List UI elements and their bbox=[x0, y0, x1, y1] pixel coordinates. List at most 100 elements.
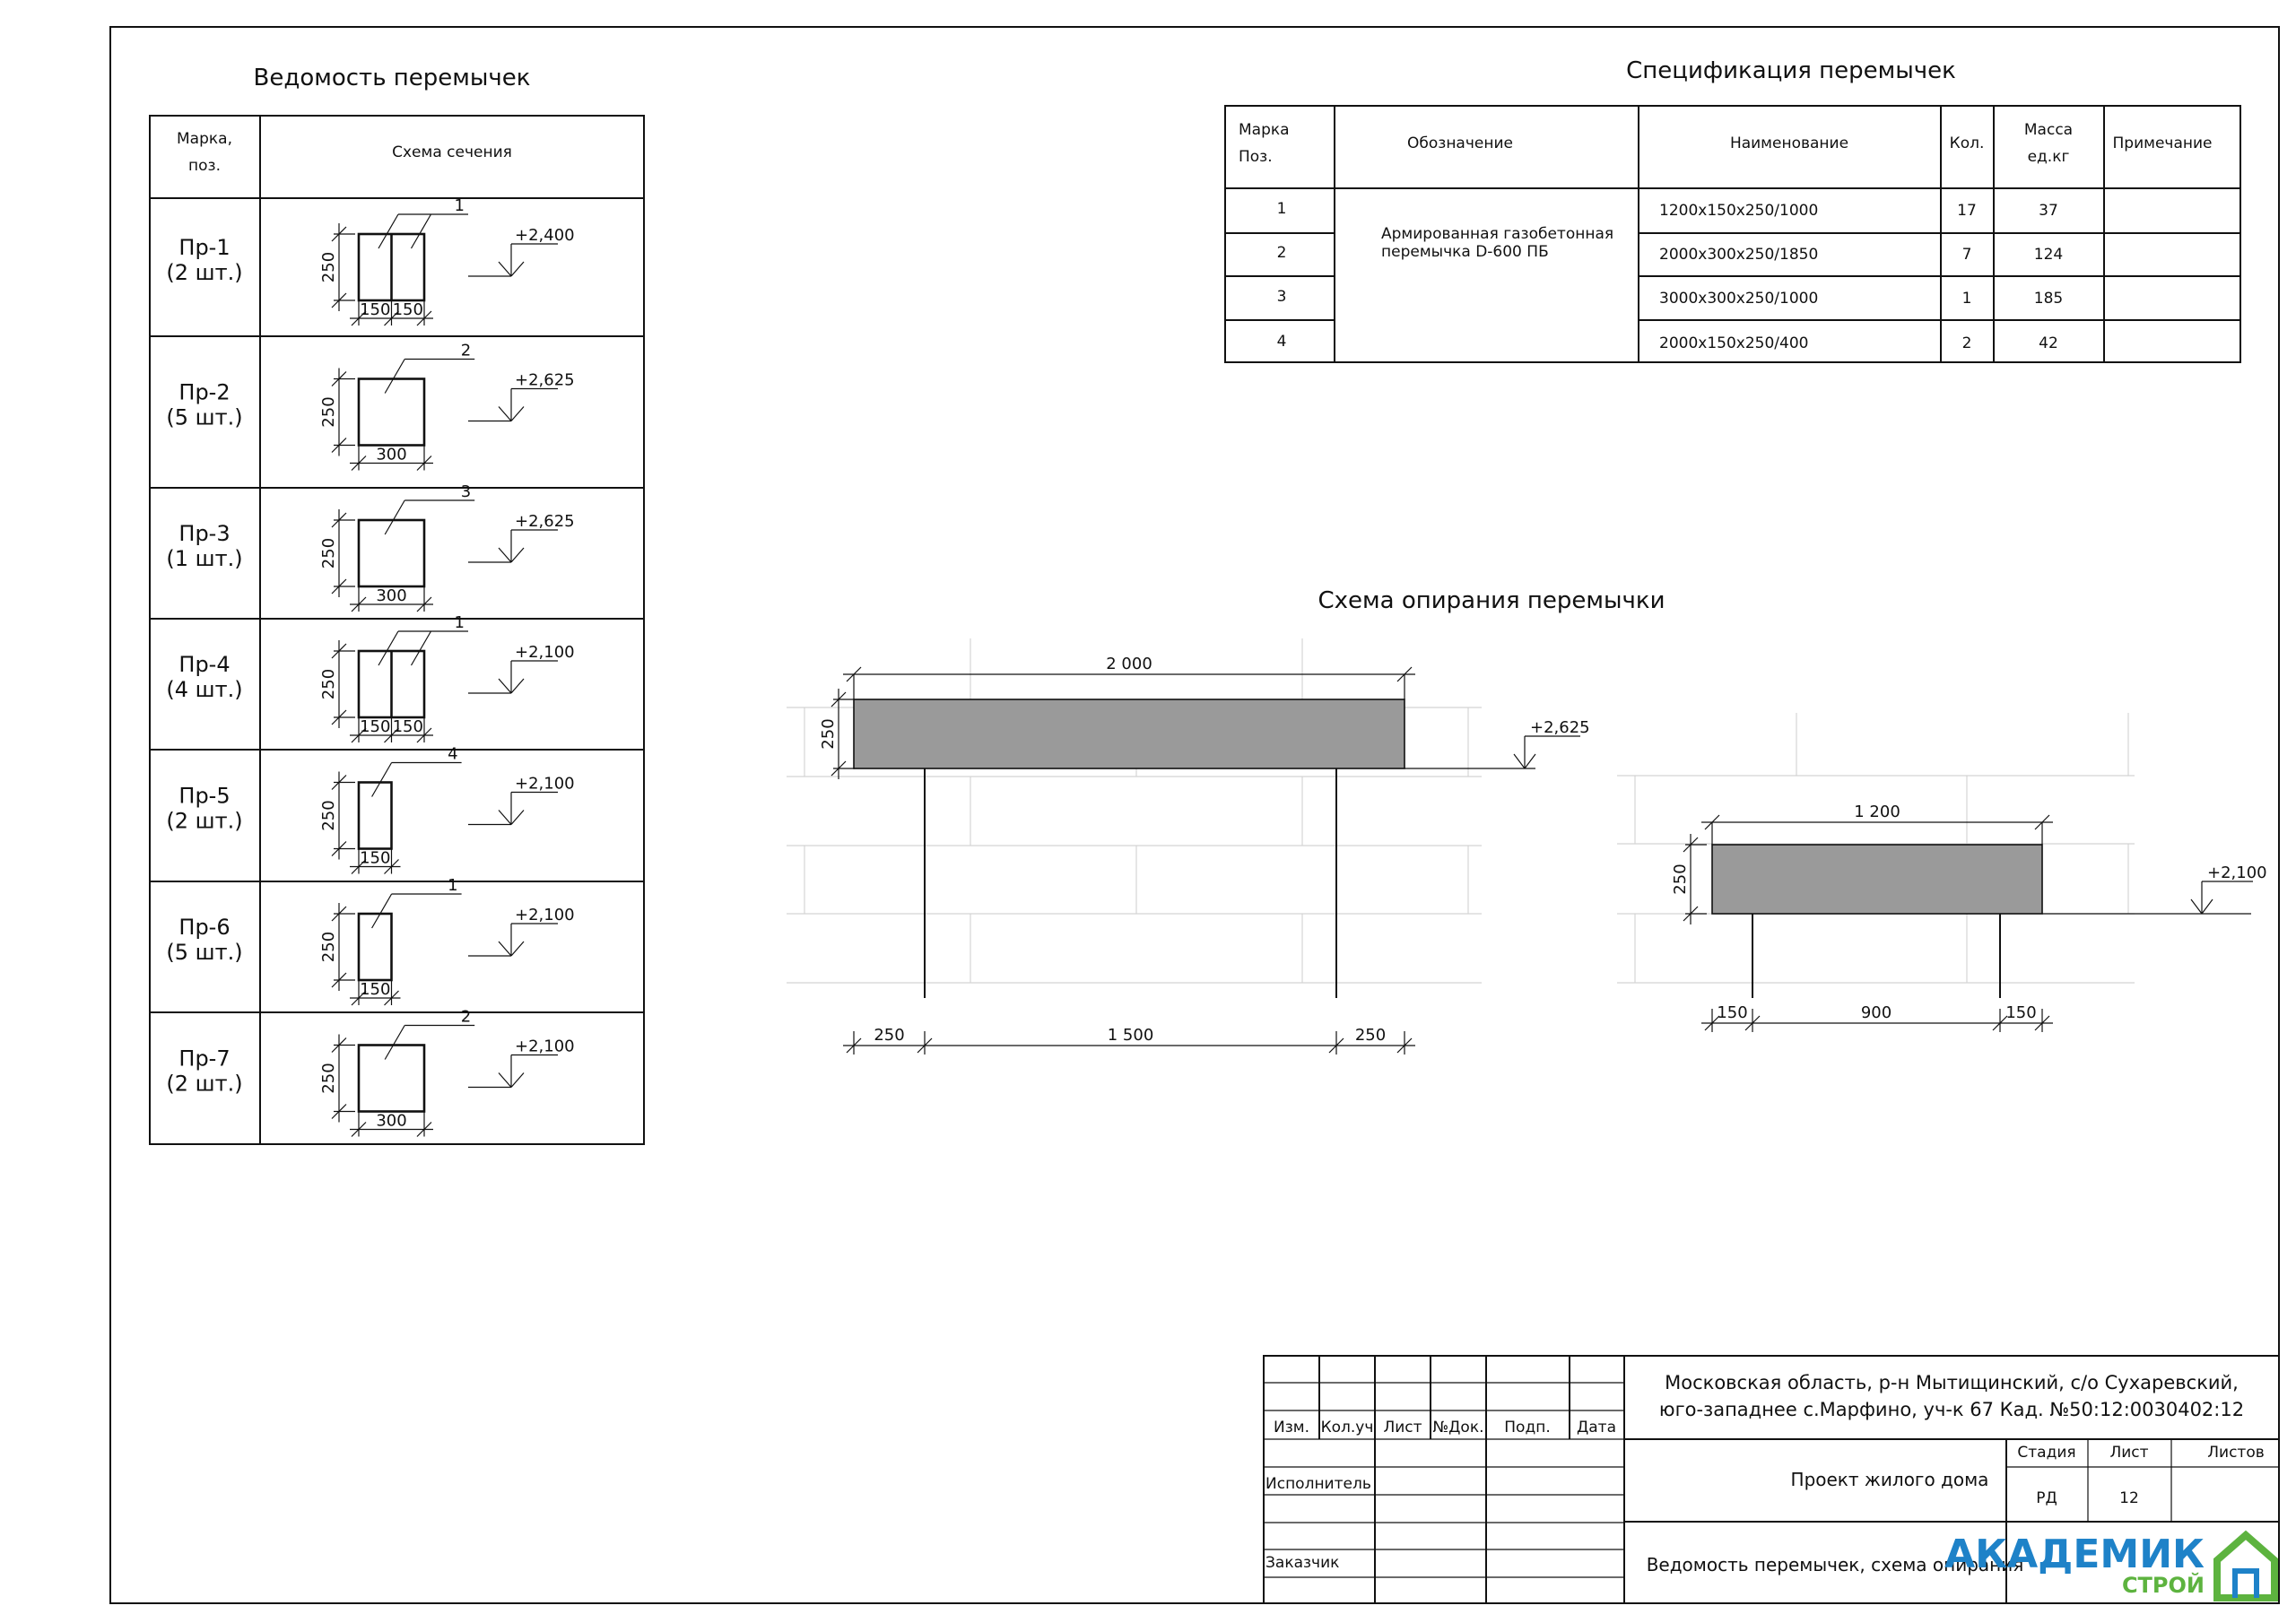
elevation-label: +2,625 bbox=[515, 371, 575, 390]
stamp-executor: Исполнитель bbox=[1265, 1475, 1371, 1493]
spec-mass: 37 bbox=[2039, 202, 2058, 220]
logo-main-text: АКАДЕМИК bbox=[1944, 1532, 2205, 1577]
spec-header-cell: Примечание bbox=[2113, 135, 2213, 152]
dimension-label: 250 bbox=[319, 252, 338, 282]
logo-sub-text: СТРОЙ bbox=[2122, 1572, 2205, 1598]
lintel-mark: Пр-2 bbox=[178, 380, 230, 405]
dimension-label: 250 bbox=[874, 1026, 904, 1045]
section-outline bbox=[357, 781, 393, 850]
sheet-frame bbox=[109, 26, 2280, 1604]
section-outline bbox=[357, 518, 426, 588]
lintel-quantity: (5 шт.) bbox=[166, 940, 242, 965]
elevation-mark bbox=[498, 406, 512, 421]
spec-title: Спецификация перемычек bbox=[1626, 57, 1956, 84]
elevation-mark bbox=[510, 261, 525, 277]
section-outline bbox=[357, 912, 393, 982]
elevation-mark bbox=[498, 678, 512, 694]
stamp-customer: Заказчик bbox=[1265, 1554, 1339, 1572]
dimension-label: 250 bbox=[1355, 1026, 1386, 1045]
elevation-label: +2,100 bbox=[515, 906, 575, 924]
elevation-label: +2,400 bbox=[515, 226, 575, 245]
elevation-mark bbox=[510, 941, 525, 957]
lintel-quantity: (4 шт.) bbox=[166, 677, 242, 702]
dimension-label: 150 bbox=[360, 849, 390, 868]
spec-name: 1200х150х250/1000 bbox=[1659, 202, 1818, 220]
position-leader bbox=[384, 499, 405, 535]
dimension-label: 250 bbox=[1671, 864, 1690, 894]
dimension-label: 1 200 bbox=[1854, 803, 1900, 821]
elevation-mark bbox=[510, 1072, 525, 1088]
position-number: 1 bbox=[455, 613, 465, 632]
dimension-label: 1 500 bbox=[1108, 1026, 1154, 1045]
position-leader bbox=[410, 630, 432, 666]
position-leader bbox=[371, 762, 393, 797]
lintel-mark: Пр-6 bbox=[178, 915, 230, 940]
lintel-mark: Пр-5 bbox=[178, 784, 230, 809]
lintel-quantity: (2 шт.) bbox=[166, 1072, 242, 1097]
dimension-label: 150 bbox=[393, 717, 423, 736]
elevation-mark bbox=[498, 261, 512, 277]
stamp-document-name: Ведомость перемычек, схема опирания bbox=[1647, 1554, 2024, 1575]
elevation-mark bbox=[2190, 898, 2203, 915]
stamp-sheets-label: Листов bbox=[2207, 1444, 2265, 1462]
lintel-quantity: (2 шт.) bbox=[166, 260, 242, 285]
elevation-mark bbox=[510, 406, 525, 421]
spec-header-cell: Обозначение bbox=[1407, 135, 1513, 152]
elevation-label: +2,625 bbox=[1530, 718, 1590, 737]
stamp-stage-label: Стадия bbox=[2017, 1444, 2075, 1462]
elevation-mark bbox=[498, 941, 512, 957]
dimension-label: 150 bbox=[360, 980, 390, 999]
stamp-column-label: Подп. bbox=[1504, 1419, 1550, 1436]
position-leader bbox=[378, 630, 399, 666]
dimension-label: 150 bbox=[360, 300, 390, 319]
elevation-label: +2,100 bbox=[2207, 864, 2267, 882]
position-number: 3 bbox=[461, 482, 471, 501]
lintel-quantity: (5 шт.) bbox=[166, 405, 242, 430]
spec-name: 2000х150х250/400 bbox=[1659, 334, 1808, 352]
lintel-schedule: Ведомость перемычек Марка,поз. Схема сеч… bbox=[149, 65, 645, 1145]
elevation-mark bbox=[1524, 753, 1536, 769]
spec-mass: 185 bbox=[2034, 290, 2063, 308]
company-logo: АКАДЕМИК СТРОЙ bbox=[1944, 1530, 2278, 1601]
dimension-label: 250 bbox=[819, 718, 838, 749]
position-leader bbox=[384, 1025, 405, 1060]
spec-name: 2000х300х250/1850 bbox=[1659, 246, 1818, 264]
spec-header-cell: Наименование bbox=[1730, 135, 1848, 152]
position-number: 1 bbox=[448, 876, 457, 895]
house-logo-icon bbox=[2213, 1530, 2278, 1601]
dimension-label: 150 bbox=[2005, 1003, 2036, 1022]
elevation-mark bbox=[498, 547, 512, 563]
dimension-label: 2 000 bbox=[1106, 655, 1152, 673]
lintel-mark: Пр-7 bbox=[178, 1046, 230, 1072]
position-number: 1 bbox=[455, 196, 465, 215]
stamp-sheet-label: Лист bbox=[2109, 1444, 2148, 1462]
elevation-mark bbox=[510, 547, 525, 563]
elevation-mark bbox=[2201, 898, 2213, 915]
section-outline bbox=[357, 378, 426, 447]
elevation-mark bbox=[498, 1072, 512, 1088]
stamp-column-label: Изм. bbox=[1274, 1419, 1309, 1436]
dimension-label: 150 bbox=[360, 717, 390, 736]
lintel-mark: Пр-4 bbox=[178, 652, 230, 677]
elevation-label: +2,625 bbox=[515, 512, 575, 531]
dimension-label: 300 bbox=[376, 446, 406, 464]
elevation-label: +2,100 bbox=[515, 775, 575, 794]
spec-mass: 42 bbox=[2039, 334, 2058, 352]
spec-qty: 2 bbox=[1962, 334, 1972, 352]
schedule-header-scheme: Схема сечения bbox=[392, 143, 512, 161]
spec-name: 3000х300х250/1000 bbox=[1659, 290, 1818, 308]
spec-header-cell: Кол. bbox=[1950, 135, 1985, 152]
